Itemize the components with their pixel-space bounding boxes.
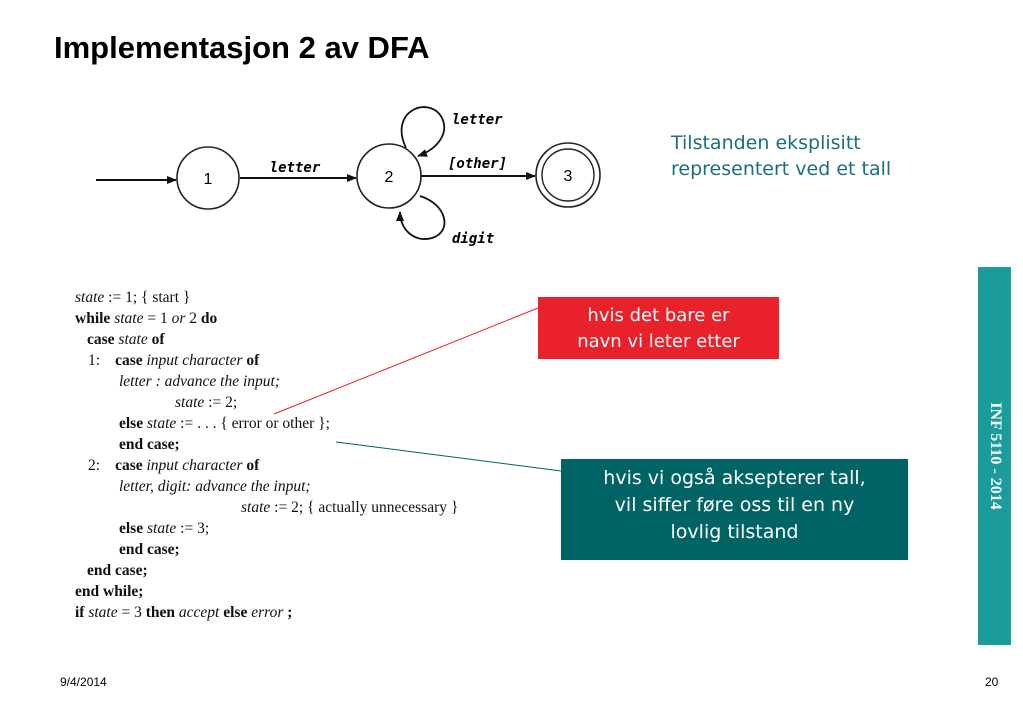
teal-connector (335, 441, 562, 472)
code-token: 2 (185, 310, 201, 327)
code-token: := . . . { error or other }; (176, 415, 330, 432)
code-keyword: of (242, 457, 260, 474)
edge-1-2-label: letter (270, 160, 321, 176)
slide-title: Implementasjon 2 av DFA (54, 30, 430, 65)
code-line-7: else state := . . . { error or other }; (119, 415, 330, 433)
code-keyword: else (119, 520, 144, 537)
code-keyword: if (75, 604, 85, 621)
code-keyword: then (145, 604, 176, 621)
code-keyword: end case; (119, 436, 180, 453)
code-line-15: end while; (75, 583, 143, 601)
code-line-3: case state of (87, 331, 165, 349)
code-token: = 3 (117, 604, 146, 621)
code-token: state (241, 499, 271, 516)
code-line-6: state := 2; (175, 394, 237, 412)
code-token: state (146, 520, 177, 537)
teal-callout-line-3: lovlig tilstand (670, 521, 799, 543)
code-line-5: letter : advance the input; (119, 373, 280, 391)
code-token: letter, digit: advance the input; (119, 478, 311, 495)
course-sidebar: INF 5110 - 2014 (978, 267, 1011, 645)
code-token: := 2; { actually unnecessary } (270, 499, 459, 516)
code-keyword: else (223, 604, 248, 621)
code-token: := 1; { start } (104, 289, 191, 306)
code-keyword: do (200, 310, 218, 327)
code-token: 1: (88, 352, 101, 369)
code-token: letter : advance the input; (119, 373, 280, 390)
code-token: state (88, 604, 118, 621)
code-keyword: of (147, 331, 165, 348)
code-line-4: 1: case input character of (88, 352, 259, 370)
code-keyword: end case; (119, 541, 180, 558)
red-callout: hvis det bare er navn vi leter etter (538, 297, 779, 359)
red-callout-line-1: hvis det bare er (587, 305, 730, 326)
code-token: state (175, 394, 205, 411)
state-explanation-line-1: Tilstanden eksplisitt (671, 132, 861, 154)
teal-callout: hvis vi også aksepterer tall, vil siffer… (561, 459, 908, 560)
state-3-label: 3 (564, 168, 573, 185)
state-explanation: Tilstanden eksplisitt representert ved e… (671, 130, 951, 182)
code-token: accept (178, 604, 220, 621)
code-line-9: 2: case input character of (88, 457, 259, 475)
state-explanation-line-2: representert ved et tall (671, 158, 892, 180)
slide-date: 9/4/2014 (60, 675, 107, 689)
loop-bottom (396, 195, 446, 240)
code-token: input character (146, 352, 243, 369)
code-token: error (251, 604, 284, 621)
code-token: input character (146, 457, 243, 474)
course-label: INF 5110 - 2014 (986, 402, 1004, 510)
loop-bottom-label: digit (452, 231, 494, 247)
code-line-13: end case; (119, 541, 180, 559)
code-token: := 3; (176, 520, 210, 537)
state-3-inner-circle (541, 148, 595, 202)
code-keyword: case (115, 352, 143, 369)
teal-callout-line-1: hvis vi også aksepterer tall, (603, 467, 866, 489)
edge-2-3-label: [other] (448, 156, 507, 172)
code-keyword: case (87, 331, 115, 348)
code-line-10: letter, digit: advance the input; (119, 478, 311, 496)
code-keyword: while (75, 310, 111, 327)
code-line-14: end case; (87, 562, 148, 580)
code-token: state (118, 331, 148, 348)
code-keyword: ; (283, 604, 293, 621)
code-line-16: if state = 3 then accept else error ; (75, 604, 292, 622)
state-1-circle (176, 146, 240, 210)
code-keyword: end while; (75, 583, 144, 600)
state-2-label: 2 (385, 169, 394, 186)
teal-callout-line-2: vil siffer føre oss til en ny (614, 494, 855, 516)
slide-number: 20 (985, 675, 999, 689)
loop-top (400, 106, 445, 157)
code-keyword: end case; (87, 562, 148, 579)
code-token: state (75, 289, 105, 306)
code-token: 2: (88, 457, 101, 474)
red-callout-line-2: navn vi leter etter (577, 331, 740, 352)
code-token: state (146, 415, 177, 432)
code-token: state (114, 310, 144, 327)
code-line-2: while state = 1 or 2 do (75, 310, 217, 328)
code-keyword: case (115, 457, 143, 474)
state-1-label: 1 (204, 171, 213, 188)
code-line-1: state := 1; { start } (75, 289, 190, 307)
code-token: := 2; (204, 394, 238, 411)
code-token: = 1 (143, 310, 172, 327)
code-keyword: else (119, 415, 144, 432)
code-line-12: else state := 3; (119, 520, 209, 538)
code-line-11: state := 2; { actually unnecessary } (241, 499, 458, 517)
code-line-8: end case; (119, 436, 180, 454)
code-keyword: of (242, 352, 260, 369)
state-3-outer-circle (535, 142, 601, 208)
code-token: or (171, 310, 186, 327)
loop-top-label: letter (452, 112, 503, 128)
red-connector (273, 307, 539, 415)
